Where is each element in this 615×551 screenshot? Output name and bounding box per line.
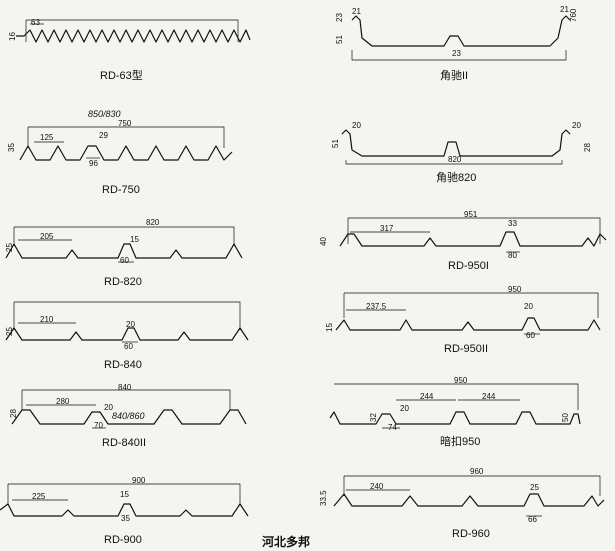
footer-company: 河北多邦 — [261, 534, 310, 549]
dim-28: 28 — [9, 409, 18, 418]
profile-rd960: 960 240 25 33.5 66 RD-960 — [319, 467, 605, 540]
dim-96: 96 — [89, 159, 98, 168]
dim-951: 951 — [464, 210, 478, 219]
dim-25: 25 — [5, 243, 14, 252]
dim-15-c: 15 — [325, 323, 334, 332]
dim-70: 70 — [94, 421, 103, 430]
dim-21-a: 21 — [352, 7, 361, 16]
dim-950-b: 950 — [454, 376, 468, 385]
dim-60-b: 60 — [124, 342, 133, 351]
dim-240: 240 — [370, 482, 384, 491]
dim-840: 840 — [118, 383, 132, 392]
caption-rd950i: RD-950I — [448, 260, 489, 272]
dim-21-b: 21 — [560, 5, 569, 14]
dim-32: 32 — [369, 413, 378, 422]
caption-rd840ii: RD-840II — [102, 437, 146, 449]
caption-rd960: RD-960 — [452, 528, 490, 540]
profile-rd750: 850/830 750 125 29 35 96 RD-750 — [7, 109, 233, 196]
dim-40: 40 — [319, 237, 328, 246]
dim-51: 51 — [335, 35, 344, 44]
caption-anko-950: 暗扣950 — [440, 434, 480, 448]
dim-25-b: 25 — [5, 327, 14, 336]
dim-15: 15 — [130, 235, 139, 244]
profile-anko-950: 950 244 244 20 32 74 50 暗扣950 — [329, 376, 581, 448]
dim-20-f: 20 — [400, 404, 409, 413]
profile-rd950ii: 950 237.5 20 15 60 RD-950II — [325, 285, 601, 355]
profile-rd820: 820 205 15 25 60 RD-820 — [5, 218, 243, 288]
profile-rd840: 210 20 25 60 RD-840 — [5, 301, 249, 371]
dim-210: 210 — [40, 315, 54, 324]
dim-28-b: 28 — [583, 143, 592, 152]
dim-244-b: 244 — [482, 392, 496, 401]
profile-rd900: 900 225 15 35 RD-900 — [0, 476, 249, 546]
dim-850-830: 850/830 — [88, 109, 121, 119]
dim-280: 280 — [56, 397, 70, 406]
dim-960: 960 — [470, 467, 484, 476]
dim-25-c: 25 — [530, 483, 539, 492]
caption-rd63: RD-63型 — [100, 68, 143, 82]
profile-jiaochi-ii: 21 21 23 51 760 23 角驰II — [335, 5, 578, 82]
dim-205: 205 — [40, 232, 54, 241]
caption-rd820: RD-820 — [104, 276, 142, 288]
dim-225: 225 — [32, 492, 46, 501]
profile-rd840ii: 840 280 20 840/860 28 70 RD-840II — [9, 383, 247, 449]
dim-35-b: 35 — [121, 514, 130, 523]
caption-rd750: RD-750 — [102, 184, 140, 196]
dim-125: 125 — [40, 133, 54, 142]
dim-16: 16 — [8, 32, 17, 41]
dim-20-d: 20 — [572, 121, 581, 130]
dim-20-e: 20 — [524, 302, 533, 311]
caption-rd900: RD-900 — [104, 534, 142, 546]
dim-33: 33 — [508, 219, 517, 228]
dim-840-860: 840/860 — [112, 411, 145, 421]
dim-29: 29 — [99, 131, 108, 140]
dim-35: 35 — [7, 143, 16, 152]
profile-rd950i: 951 317 33 40 80 RD-950I — [319, 210, 607, 272]
dim-760: 23 — [452, 49, 461, 58]
dim-33-5: 33.5 — [319, 490, 328, 506]
dim-20-a: 20 — [126, 320, 135, 329]
dim-51-b: 51 — [331, 139, 340, 148]
dim-80: 80 — [508, 251, 517, 260]
dim-15-b: 15 — [120, 490, 129, 499]
dim-63: 63 — [31, 18, 40, 27]
dim-50: 50 — [561, 413, 570, 422]
dim-60-c: 60 — [526, 331, 535, 340]
dim-900: 900 — [132, 476, 146, 485]
dim-23-a: 23 — [335, 13, 344, 22]
dim-950-a: 950 — [508, 285, 522, 294]
dim-317: 317 — [380, 224, 394, 233]
dim-20-c: 20 — [352, 121, 361, 130]
caption-jiaochi-820: 角驰820 — [436, 170, 476, 184]
dim-750: 750 — [118, 119, 132, 128]
dim-820-b: 820 — [448, 155, 462, 164]
caption-rd950ii: RD-950II — [444, 343, 488, 355]
dim-23-b: 760 — [569, 8, 578, 22]
dim-74: 74 — [388, 423, 397, 432]
profile-rd63: 63 16 RD-63型 — [8, 18, 251, 82]
dim-820: 820 — [146, 218, 160, 227]
dim-244-a: 244 — [420, 392, 434, 401]
profile-jiaochi-820: 20 20 51 820 28 角驰820 — [331, 121, 592, 184]
dim-60-a: 60 — [120, 256, 129, 265]
caption-jiaochi-ii: 角驰II — [440, 68, 468, 82]
dim-66: 66 — [528, 515, 537, 524]
dim-20-b: 20 — [104, 403, 113, 412]
dim-237-5: 237.5 — [366, 302, 387, 311]
caption-rd840: RD-840 — [104, 359, 142, 371]
